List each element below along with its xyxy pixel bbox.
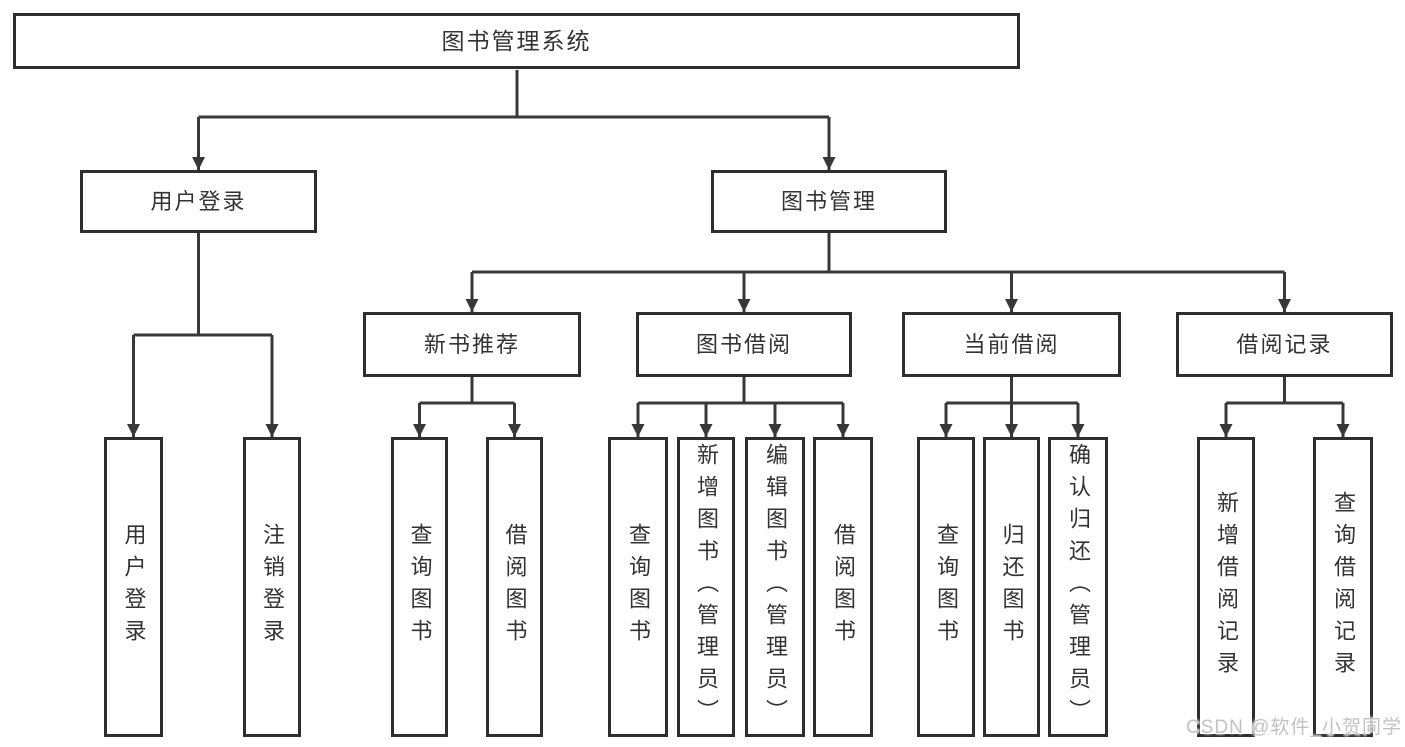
leaf-borrow-books-recommend: 借阅图书 bbox=[486, 437, 543, 737]
connector-book-management-children bbox=[465, 233, 1291, 312]
leaf-query-borrow-record-label: 查询借阅记录 bbox=[1331, 491, 1356, 683]
leaf-user-login-label: 用户登录 bbox=[121, 523, 147, 651]
node-book-management-label: 图书管理 bbox=[780, 188, 877, 214]
connector-root-to-level2 bbox=[192, 70, 836, 170]
leaf-borrow-books: 借阅图书 bbox=[813, 437, 873, 737]
leaf-query-books-current-label: 查询图书 bbox=[934, 523, 959, 651]
leaf-return-book: 归还图书 bbox=[983, 437, 1040, 737]
leaf-query-books-borrow-label: 查询图书 bbox=[626, 523, 651, 651]
node-borrow-records: 借阅记录 bbox=[1176, 312, 1393, 377]
node-root-label: 图书管理系统 bbox=[441, 27, 592, 54]
leaf-confirm-return-admin-label: 确认归还（管理员） bbox=[1066, 443, 1091, 731]
leaf-borrow-books-recommend-label: 借阅图书 bbox=[502, 523, 528, 651]
node-book-borrow: 图书借阅 bbox=[636, 312, 852, 377]
leaf-confirm-return-admin: 确认归还（管理员） bbox=[1048, 437, 1108, 737]
node-borrow-records-label: 借阅记录 bbox=[1236, 331, 1333, 357]
leaf-add-borrow-record-label: 新增借阅记录 bbox=[1214, 491, 1239, 683]
node-user-login: 用户登录 bbox=[80, 170, 317, 233]
leaf-edit-book-admin: 编辑图书（管理员） bbox=[745, 437, 805, 737]
leaf-query-books-borrow: 查询图书 bbox=[608, 437, 668, 737]
leaf-logout: 注销登录 bbox=[243, 437, 301, 737]
node-user-login-label: 用户登录 bbox=[150, 188, 247, 214]
leaf-logout-label: 注销登录 bbox=[260, 523, 285, 651]
leaf-query-books-recommend: 查询图书 bbox=[391, 437, 448, 737]
connector-current-borrow-children bbox=[939, 377, 1085, 437]
leaf-add-book-admin: 新增图书（管理员） bbox=[677, 437, 735, 737]
leaf-add-book-admin-label: 新增图书（管理员） bbox=[694, 443, 719, 731]
node-current-borrow: 当前借阅 bbox=[902, 312, 1121, 377]
connector-user-login-children bbox=[127, 233, 279, 437]
leaf-return-book-label: 归还图书 bbox=[999, 523, 1025, 651]
leaf-query-books-current: 查询图书 bbox=[917, 437, 975, 737]
leaf-user-login: 用户登录 bbox=[104, 437, 163, 737]
node-book-management: 图书管理 bbox=[711, 170, 947, 233]
connector-book-borrow-children bbox=[631, 377, 850, 437]
node-new-book-recommend: 新书推荐 bbox=[363, 312, 581, 377]
watermark: CSDN @软件_小贺同学 bbox=[1186, 717, 1402, 738]
leaf-borrow-books-label: 借阅图书 bbox=[831, 523, 856, 651]
node-root: 图书管理系统 bbox=[13, 13, 1020, 69]
leaf-add-borrow-record: 新增借阅记录 bbox=[1197, 437, 1255, 737]
leaf-query-books-recommend-label: 查询图书 bbox=[407, 523, 433, 651]
connector-new-book-recommend-children bbox=[413, 377, 521, 437]
connector-borrow-records-children bbox=[1219, 377, 1350, 437]
node-new-book-recommend-label: 新书推荐 bbox=[423, 331, 520, 357]
node-current-borrow-label: 当前借阅 bbox=[963, 331, 1060, 357]
leaf-query-borrow-record: 查询借阅记录 bbox=[1313, 437, 1373, 737]
node-book-borrow-label: 图书借阅 bbox=[695, 331, 792, 357]
leaf-edit-book-admin-label: 编辑图书（管理员） bbox=[763, 443, 788, 731]
